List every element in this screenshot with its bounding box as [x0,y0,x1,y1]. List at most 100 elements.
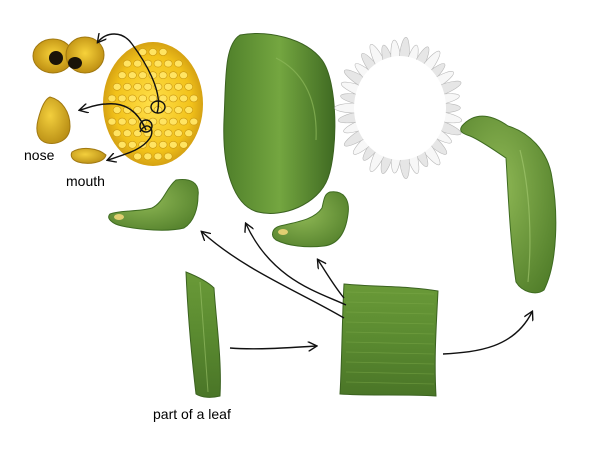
pollen-floret [112,129,122,137]
pollen-floret [189,117,199,126]
pollen-floret [128,94,137,103]
pollen-floret [184,129,193,137]
pollen-floret [138,94,147,103]
loop-2 [139,119,153,133]
pollen-floret [153,152,163,161]
pollen-floret [174,59,183,68]
pollen-floret [184,83,193,91]
left-pupil [49,51,63,65]
leaf-part-label: part of a leaf [153,406,231,422]
pollen-floret [143,152,153,161]
pollen-floret [112,106,122,114]
pollen-floret [123,59,132,68]
leaf-square-part [339,283,439,397]
arrow-square-to-left-foot [202,232,345,319]
leaf-square-streaks [345,291,435,385]
nose-label: nose [24,147,55,163]
leaf-strip-part [185,271,221,398]
pollen-floret [128,117,137,126]
pollen-floret [107,94,117,103]
pollen-floret [153,129,163,137]
arrow-leaf-to-square [229,346,316,349]
pollen-floret [163,129,173,137]
arm-part [460,115,557,294]
pollen-floret [158,48,168,56]
pollen-floret [138,71,147,79]
pollen-floret [133,152,142,161]
pollen-floret [163,83,173,91]
arrows [80,34,532,355]
pollen-floret [133,59,142,68]
pollen-floret [179,117,188,126]
mouth-part [70,147,107,164]
pollen-floret [174,106,183,114]
pollen-floret [143,83,153,91]
left-toenail [114,214,124,220]
pollen-floret [128,141,137,149]
pollen-floret [148,94,158,103]
pollen-floret [169,94,178,103]
leaf-strip-vein [199,281,209,393]
pollen-floret [158,117,168,126]
pollen-floret [123,129,132,137]
pollen-floret [148,48,158,56]
mouth-label: mouth [66,173,105,189]
pollen-floret [179,141,188,149]
right-pupil [68,57,82,69]
pollen-floret [189,94,199,103]
nose-part [36,96,71,144]
pollen-floret [153,59,163,68]
flower-center-part [103,42,203,166]
pollen-floret [169,141,178,149]
pollen-floret [158,94,168,103]
right-foot-part [272,191,349,248]
leaf-streak [345,361,435,365]
daisy-face-hole [354,56,446,160]
pollen-floret [179,71,188,79]
loop-1 [150,100,166,114]
pollen-floret [169,117,178,126]
leaf-body-highlight [275,57,317,141]
pollen-floret [179,94,188,103]
pollen-floret [158,71,168,79]
leaf-streak [345,371,435,375]
arrow-to-mouth [108,125,153,160]
leaf-body-part [223,33,336,214]
arrow-square-to-right-foot [318,260,345,299]
right-toenail [278,229,288,235]
leaf-streak [345,381,435,385]
pollen-floret [133,106,142,114]
pollen-floret [184,106,193,114]
daisy-face-frame-part [334,36,463,180]
pollen-floret [117,141,127,149]
arm-highlight [519,149,531,283]
pollen-floret [174,129,183,137]
arrow-square-to-arm [442,312,532,355]
leaf-streak [345,311,435,315]
arrow-to-eyes [98,34,160,114]
pollen-floret [117,71,127,79]
leaf-streak [345,321,435,325]
eyes-part [32,36,105,74]
pollen-floret [117,117,127,126]
leaf-streak [345,331,435,335]
pollen-floret [169,71,178,79]
pollen-floret [174,83,183,91]
leaf-streak [345,291,435,295]
leaf-streak [345,301,435,305]
leaf-streak [345,341,435,345]
pollen-floret [107,117,117,126]
pollen-floret [148,141,158,149]
arrow-to-nose [80,103,147,131]
pollen-floret [163,59,173,68]
pollen-floret [133,83,142,91]
pollen-floret [163,152,173,161]
arrow-square-to-body [246,224,347,306]
pollen-floret [128,71,137,79]
leaf-streak [345,351,435,355]
left-foot-part [108,179,199,231]
pollen-floret [138,48,147,56]
pollen-floret [158,141,168,149]
